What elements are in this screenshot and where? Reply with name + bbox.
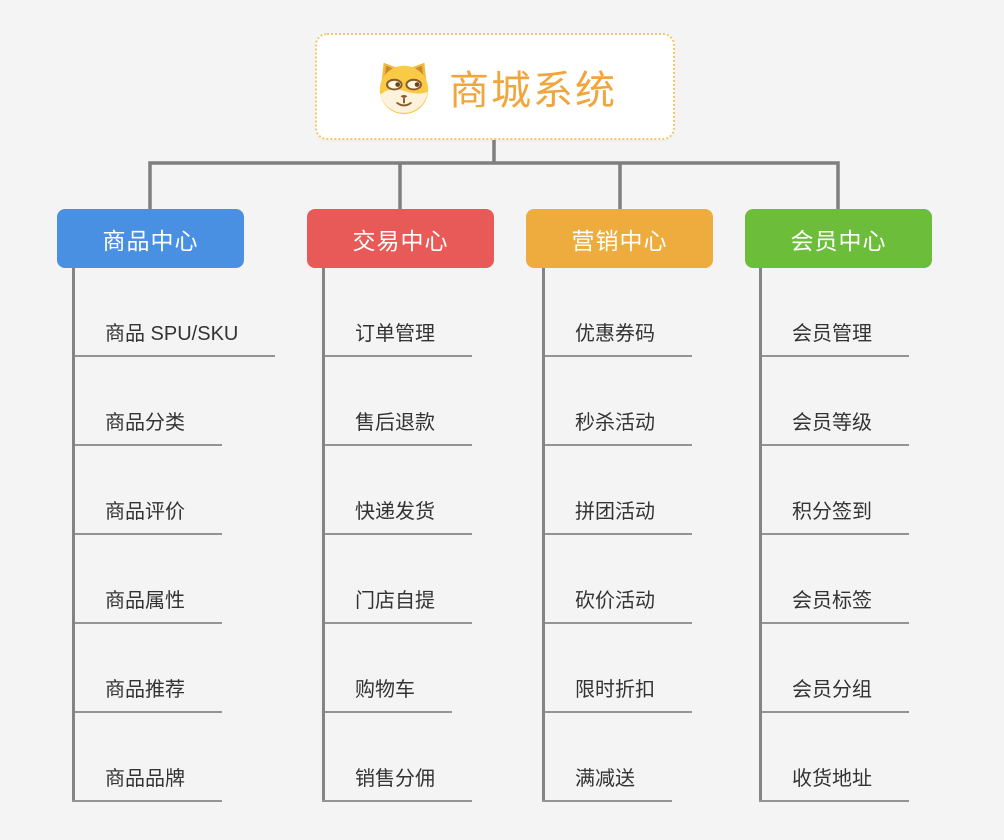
leaf-node[interactable]: 拼团活动 [542, 446, 692, 535]
leaf-label: 秒杀活动 [542, 411, 692, 446]
leaf-node[interactable]: 优惠券码 [542, 268, 692, 357]
leaf-node[interactable]: 订单管理 [322, 268, 472, 357]
leaf-label: 会员等级 [759, 411, 909, 446]
leaf-node[interactable]: 会员分组 [759, 624, 909, 713]
leaf-label: 积分签到 [759, 500, 909, 535]
branch-children-product-center: 商品 SPU/SKU 商品分类 商品评价 商品属性 商品推荐 商品品牌 [72, 268, 276, 802]
leaf-label: 商品 SPU/SKU [72, 322, 276, 357]
leaf-node[interactable]: 限时折扣 [542, 624, 692, 713]
branch-spine-line [759, 268, 762, 800]
leaf-label: 收货地址 [759, 767, 909, 802]
branch-header-marketing-center[interactable]: 营销中心 [526, 209, 713, 268]
branch-spine-line [322, 268, 325, 800]
leaf-label: 会员分组 [759, 678, 909, 713]
branch-children-member-center: 会员管理 会员等级 积分签到 会员标签 会员分组 收货地址 [759, 268, 909, 802]
leaf-node[interactable]: 收货地址 [759, 713, 909, 802]
branch-children-trade-center: 订单管理 售后退款 快递发货 门店自提 购物车 销售分佣 [322, 268, 472, 802]
root-title: 商城系统 [449, 68, 617, 113]
branch-header-trade-center[interactable]: 交易中心 [307, 209, 494, 268]
leaf-label: 销售分佣 [322, 767, 472, 802]
leaf-label: 门店自提 [322, 589, 472, 624]
leaf-node[interactable]: 快递发货 [322, 446, 472, 535]
branch-header-product-center[interactable]: 商品中心 [57, 209, 244, 268]
root-node[interactable]: 商城系统 [315, 33, 675, 140]
leaf-label: 商品评价 [72, 500, 222, 535]
leaf-node[interactable]: 积分签到 [759, 446, 909, 535]
leaf-label: 会员管理 [759, 322, 909, 357]
leaf-node[interactable]: 商品分类 [72, 357, 275, 446]
leaf-node[interactable]: 会员等级 [759, 357, 909, 446]
leaf-label: 售后退款 [322, 411, 472, 446]
leaf-label: 订单管理 [322, 322, 472, 357]
leaf-label: 限时折扣 [542, 678, 692, 713]
leaf-node[interactable]: 销售分佣 [322, 713, 472, 802]
leaf-node[interactable]: 商品品牌 [72, 713, 275, 802]
leaf-node[interactable]: 秒杀活动 [542, 357, 692, 446]
leaf-node[interactable]: 购物车 [322, 624, 472, 713]
leaf-label: 商品品牌 [72, 767, 222, 802]
leaf-node[interactable]: 砍价活动 [542, 535, 692, 624]
leaf-node[interactable]: 商品属性 [72, 535, 275, 624]
branch-spine-line [72, 268, 75, 800]
branch-children-marketing-center: 优惠券码 秒杀活动 拼团活动 砍价活动 限时折扣 满减送 [542, 268, 692, 802]
leaf-label: 砍价活动 [542, 589, 692, 624]
leaf-label: 会员标签 [759, 589, 909, 624]
leaf-label: 商品分类 [72, 411, 222, 446]
leaf-node[interactable]: 商品推荐 [72, 624, 275, 713]
bus-line [148, 161, 840, 210]
leaf-node[interactable]: 会员标签 [759, 535, 909, 624]
leaf-node[interactable]: 商品评价 [72, 446, 275, 535]
leaf-label: 满减送 [542, 767, 672, 802]
branch-header-member-center[interactable]: 会员中心 [745, 209, 932, 268]
leaf-label: 快递发货 [322, 500, 472, 535]
leaf-label: 优惠券码 [542, 322, 692, 357]
dog-face-icon [379, 62, 429, 114]
leaf-label: 商品属性 [72, 589, 222, 624]
leaf-node[interactable]: 门店自提 [322, 535, 472, 624]
leaf-node[interactable]: 会员管理 [759, 268, 909, 357]
leaf-label: 购物车 [322, 678, 452, 713]
leaf-node[interactable]: 商品 SPU/SKU [72, 268, 276, 357]
leaf-node[interactable]: 满减送 [542, 713, 692, 802]
branch-spine-line [542, 268, 545, 800]
leaf-node[interactable]: 售后退款 [322, 357, 472, 446]
leaf-label: 拼团活动 [542, 500, 692, 535]
leaf-label: 商品推荐 [72, 678, 222, 713]
